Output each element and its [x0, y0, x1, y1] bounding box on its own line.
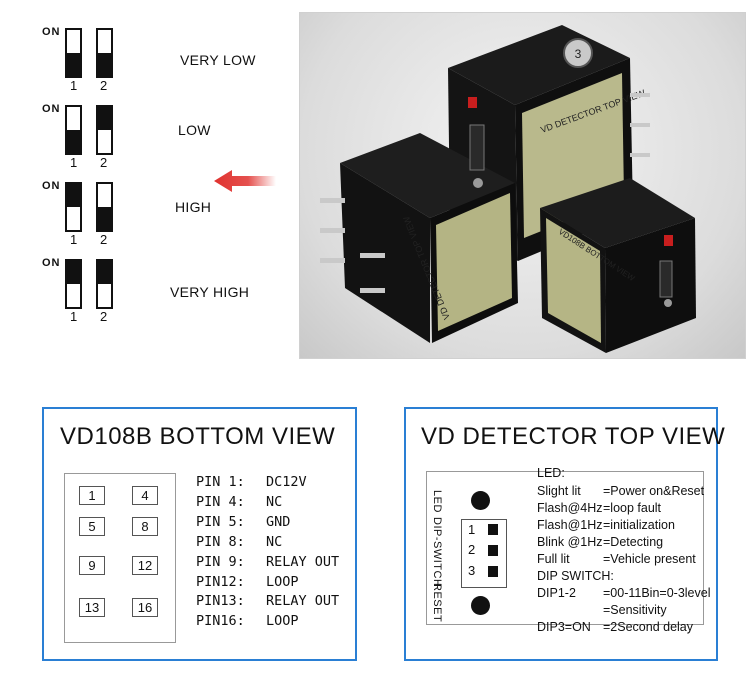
dip-switch-2 [96, 182, 113, 232]
pin-grid: 1 4 5 8 9 12 13 16 [64, 473, 176, 643]
reset-label: RESET [431, 583, 443, 623]
level-label: VERY LOW [180, 52, 256, 68]
dip-switch-2 [96, 259, 113, 309]
switch-number: 2 [100, 309, 108, 324]
legend-row: Flash@1Hz=initialization [537, 518, 675, 532]
pin-description: PIN12:LOOP [196, 574, 299, 590]
detector-modules-image: 3 VD DETECTOR TOP VIEW VD DETECTOR TOP V… [320, 25, 696, 353]
legend-row: Blink @1Hz=Detecting [537, 535, 664, 549]
dip-switch-2 [96, 28, 113, 78]
led-label: LED [431, 490, 443, 513]
on-label: ON [42, 180, 61, 192]
dip-switch-label: DIP-SWITCH [431, 517, 443, 588]
switch-number: 2 [100, 232, 108, 247]
pin-number: 4 [132, 486, 158, 505]
level-label: HIGH [175, 199, 212, 215]
pin-number: 12 [132, 556, 158, 575]
pin-number: 1 [79, 486, 105, 505]
switch-number: 1 [70, 78, 78, 93]
pin-description: PIN13:RELAY OUT [196, 593, 340, 609]
pin-number: 16 [132, 598, 158, 617]
pin-description: PIN 5:GND [196, 514, 291, 530]
panel-title: VD DETECTOR TOP VIEW [421, 423, 726, 450]
switch-number: 1 [70, 309, 78, 324]
legend-row: Slight lit=Power on&Reset [537, 484, 705, 498]
top-view-panel: VD DETECTOR TOP VIEW LED DIP-SWITCH RESE… [404, 407, 725, 661]
pin-description: PIN 4:NC [196, 494, 283, 510]
on-label: ON [42, 103, 61, 115]
dip-row-low: ON 1 2 LOW [40, 103, 290, 170]
on-label: ON [42, 26, 61, 38]
on-label: ON [42, 257, 61, 269]
pin-number: 13 [79, 598, 105, 617]
dip-switch-1 [65, 259, 82, 309]
dip-switch-1 [65, 105, 82, 155]
dip-switch-2 [96, 105, 113, 155]
dip-row-very-high: ON 1 2 VERY HIGH [40, 257, 290, 324]
pin-number: 9 [79, 556, 105, 575]
dip-switch-block: 1 2 3 [461, 519, 507, 588]
pin-description: PIN 9:RELAY OUT [196, 554, 340, 570]
reset-button [471, 596, 490, 615]
top-view-diagram: LED DIP-SWITCH RESET 1 2 3 LED: Slight l… [426, 466, 710, 634]
dip-switch-1 [65, 28, 82, 78]
switch-number: 1 [70, 232, 78, 247]
level-label: LOW [178, 122, 211, 138]
legend-row: Flash@4Hz=loop fault [537, 501, 662, 515]
dip-legend-row: DIP1-2=00-11Bin=0-3level [537, 586, 711, 600]
dip-row-very-low: ON 1 2 VERY LOW [40, 26, 290, 93]
pin-number: 5 [79, 517, 105, 536]
switch-number: 1 [70, 155, 78, 170]
level-label: VERY HIGH [170, 284, 250, 300]
product-photo: 3 VD DETECTOR TOP VIEW VD DETECTOR TOP V… [299, 12, 746, 359]
dip-legend-row: =Sensitivity [603, 603, 667, 617]
panel-title: VD108B BOTTOM VIEW [60, 423, 336, 450]
pin-number: 8 [132, 517, 158, 536]
dip-legend-row: DIP3=ON=2Second delay [537, 620, 694, 634]
led-indicator [471, 491, 490, 510]
svg-text:3: 3 [575, 47, 582, 61]
dip-switch-1 [65, 182, 82, 232]
switch-number: 2 [100, 78, 108, 93]
bottom-view-panel: VD108B BOTTOM VIEW 1 4 5 8 9 12 13 16 PI… [42, 407, 357, 661]
arrow-left-icon [214, 170, 276, 192]
dip-row-high: ON 1 2 HIGH [40, 180, 290, 247]
dip-legend-header: DIP SWITCH: [537, 569, 614, 583]
pin-description: PIN16:LOOP [196, 613, 299, 629]
pin-description: PIN 8:NC [196, 534, 283, 550]
legend-header: LED: [537, 466, 565, 480]
pin-description: PIN 1:DC12V [196, 474, 307, 490]
legend-row: Full lit=Vehicle present [537, 552, 696, 566]
switch-number: 2 [100, 155, 108, 170]
